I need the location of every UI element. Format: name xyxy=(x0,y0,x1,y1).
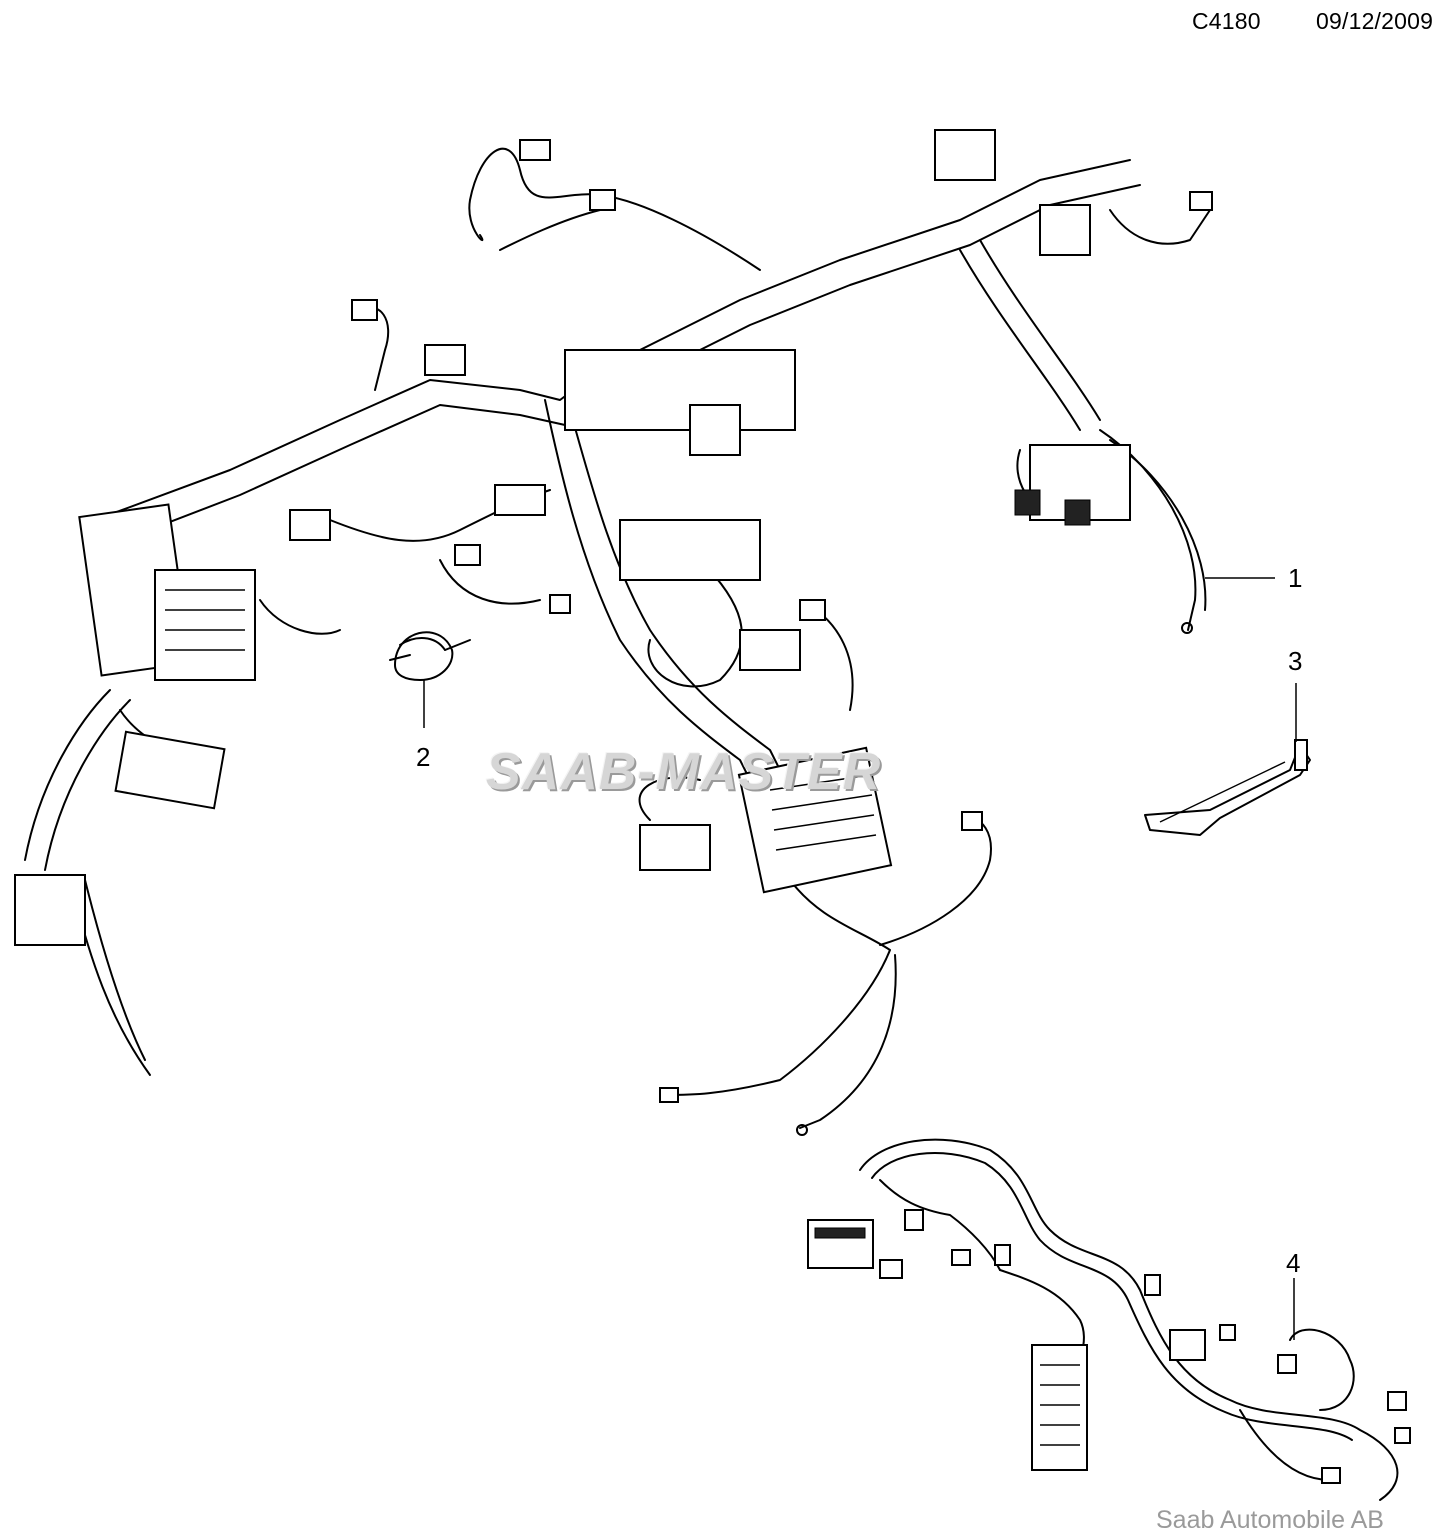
secondary-harness-part-4 xyxy=(807,1138,1411,1501)
bracket-part-3 xyxy=(1144,739,1311,836)
callout-2: 2 xyxy=(416,742,431,772)
clip-part-2 xyxy=(389,631,471,681)
diagram-date: 09/12/2009 xyxy=(1316,8,1434,34)
diagram-code: C4180 xyxy=(1192,8,1261,34)
watermark: SAAB-MASTER xyxy=(486,743,882,801)
callout-3: 3 xyxy=(1288,646,1303,676)
callout-1: 1 xyxy=(1288,563,1303,593)
callout-4: 4 xyxy=(1286,1248,1301,1278)
main-harness-part-1 xyxy=(14,129,1213,1136)
copyright-text: Saab Automobile AB xyxy=(1156,1506,1384,1534)
